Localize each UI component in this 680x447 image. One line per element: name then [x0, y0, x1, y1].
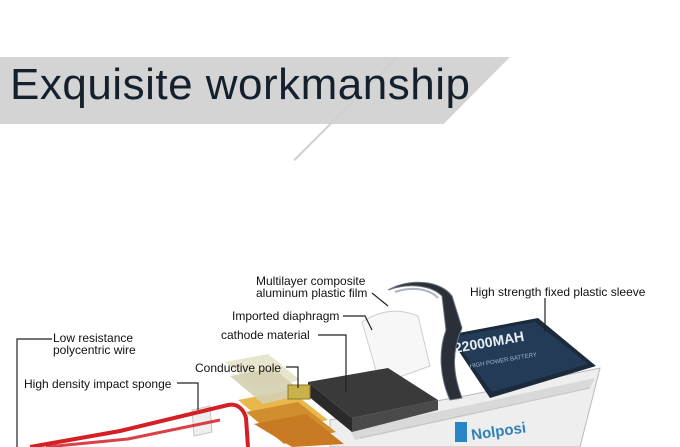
cell-layers	[225, 354, 344, 447]
label-sleeve: High strength fixed plastic sleeve	[470, 285, 646, 299]
conductive-pole	[287, 384, 311, 400]
label-sponge: High density impact sponge	[24, 377, 172, 391]
leader-lines	[16, 292, 546, 447]
label-diaphragm: Imported diaphragm	[232, 309, 340, 323]
title-banner	[0, 57, 510, 124]
label-cathode: cathode material	[221, 328, 310, 342]
label-film-line2: aluminum plastic film	[256, 286, 368, 300]
battery-label-panel: 22000MAH HIGH POWER BATTERY	[448, 318, 596, 398]
label-wire-line1: Low resistance	[53, 331, 134, 345]
label-film-line1: Multilayer composite	[256, 274, 366, 288]
battery-case	[329, 367, 601, 447]
label-wire-line2: polycentric wire	[53, 343, 136, 357]
diaphragm-sheet	[361, 310, 431, 385]
label-pole: Conductive pole	[195, 361, 282, 375]
cathode-block	[308, 368, 438, 432]
red-wire	[29, 402, 250, 447]
page-title: Exquisite workmanship	[10, 60, 471, 109]
aluminum-film	[387, 281, 463, 401]
